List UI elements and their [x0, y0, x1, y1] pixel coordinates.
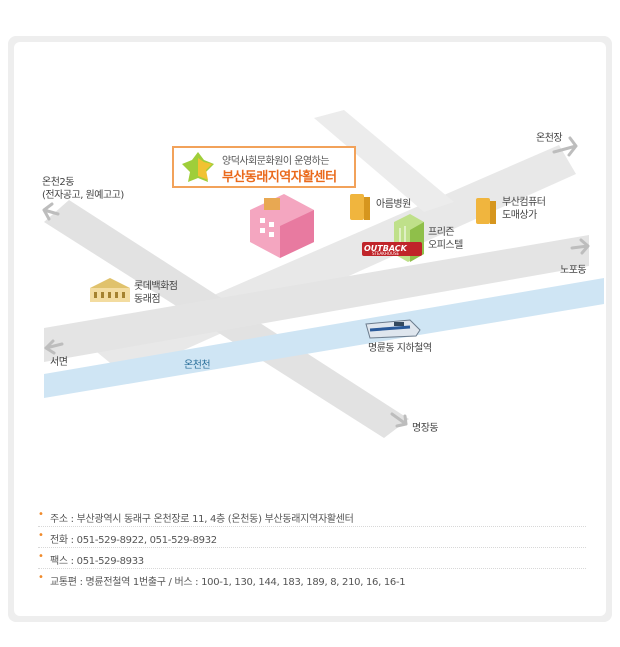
- info-address: • 주소 : 부산광역시 동래구 온천장로 11, 4층 (온천동) 부산동래지…: [38, 506, 586, 527]
- outback-logo: [362, 242, 422, 256]
- arrow-myeongjang: [390, 412, 408, 428]
- label-busan-computer-2: 도매상가: [502, 210, 537, 221]
- river-oncheoncheon: [44, 278, 604, 398]
- info-phone-text: 전화 : 051-529-8922, 051-529-8932: [50, 535, 217, 546]
- map-panel: 양덕사회문화원이 운영하는 부산동래지역자활센터 온천장 온천2동 (전자공고,…: [14, 42, 606, 616]
- logo-icon: [182, 152, 214, 182]
- road-seomyeon-nopodong: [44, 235, 589, 362]
- label-myeongnyun-station: 명륜동 지하철역: [368, 343, 432, 354]
- label-oncheoncheon: 온천천: [184, 360, 211, 371]
- label-myeongjangdong: 명장동: [412, 423, 439, 434]
- callout-subtitle: 양덕사회문화원이 운영하는: [222, 156, 330, 167]
- arrow-oncheonjang: [552, 136, 578, 157]
- map-frame: 양덕사회문화원이 운영하는 부산동래지역자활센터 온천장 온천2동 (전자공고,…: [8, 36, 612, 622]
- callout-title: 부산동래지역자활센터: [222, 170, 337, 185]
- info-fax: • 팩스 : 051-529-8933: [38, 548, 586, 569]
- areum-hospital-icon: [350, 194, 370, 220]
- center-callout: 양덕사회문화원이 운영하는 부산동래지역자활센터: [172, 146, 356, 188]
- info-fax-text: 팩스 : 051-529-8933: [50, 556, 144, 567]
- label-nopodong: 노포동: [560, 265, 587, 276]
- road-upper: [314, 110, 454, 212]
- subway-train-icon: [365, 319, 421, 339]
- arrow-seomyeon: [44, 339, 64, 355]
- bullet-icon: •: [38, 530, 44, 541]
- busan-computer-icon: [476, 198, 496, 224]
- bullet-icon: •: [38, 509, 44, 520]
- lotte-department-icon: [90, 278, 130, 302]
- map-canvas: [42, 110, 604, 438]
- center-building-icon: [250, 194, 314, 258]
- outback-subtext: STEAKHOUSE: [372, 251, 400, 256]
- arrow-nopodong: [570, 238, 590, 255]
- label-prizon-1: 프리즌: [428, 227, 455, 238]
- info-phone: • 전화 : 051-529-8922, 051-529-8932: [38, 527, 586, 548]
- label-areum-hospital: 아름병원: [376, 199, 411, 210]
- arrow-oncheon2dong: [42, 202, 60, 221]
- info-transport: • 교통편 : 명륜전철역 1번출구 / 버스 : 100-1, 130, 14…: [38, 569, 586, 589]
- bullet-icon: •: [38, 572, 44, 583]
- info-transport-text: 교통편 : 명륜전철역 1번출구 / 버스 : 100-1, 130, 144,…: [50, 577, 406, 588]
- label-seomyeon: 서면: [50, 357, 68, 368]
- outback-text: OUTBACK: [364, 244, 407, 253]
- label-lotte-2: 동래점: [134, 294, 161, 305]
- label-oncheon2dong-sub: (전자공고, 원예고고): [42, 190, 124, 201]
- contact-info-list: • 주소 : 부산광역시 동래구 온천장로 11, 4층 (온천동) 부산동래지…: [38, 506, 586, 589]
- bullet-icon: •: [38, 551, 44, 562]
- label-lotte-1: 롯데백화점: [134, 281, 178, 292]
- label-busan-computer-1: 부산컴퓨터: [502, 197, 546, 208]
- info-address-text: 주소 : 부산광역시 동래구 온천장로 11, 4층 (온천동) 부산동래지역자…: [50, 514, 354, 525]
- label-oncheon2dong: 온천2동: [42, 177, 74, 188]
- label-oncheonjang: 온천장: [536, 133, 563, 144]
- label-prizon-2: 오피스텔: [428, 240, 463, 251]
